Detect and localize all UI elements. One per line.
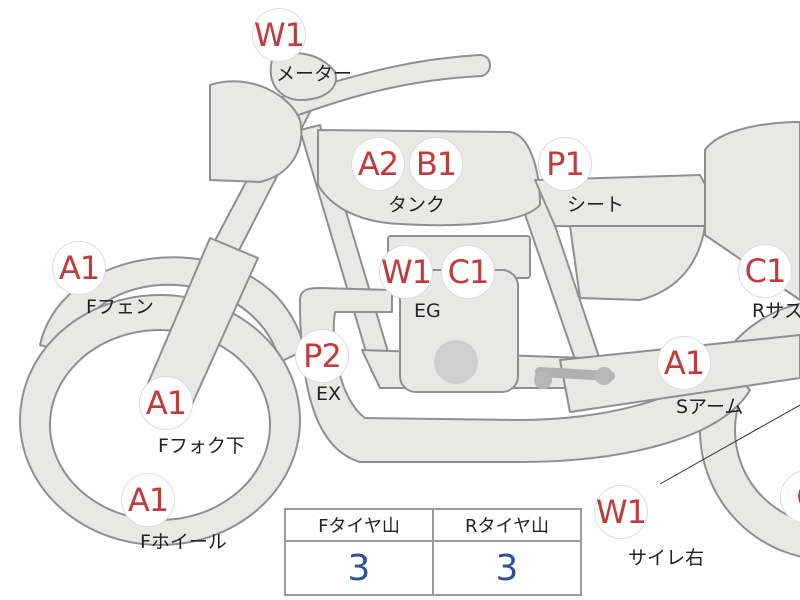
front-fender-grade-badge: A1: [52, 241, 106, 295]
silencer-leader-line: [659, 404, 800, 485]
front-fork-lower-grade-badge: A1: [139, 376, 193, 430]
swing-arm-label: Sアーム: [676, 396, 744, 418]
seat-grade-badge: P1: [538, 137, 592, 191]
handlebar: [269, 54, 491, 119]
engine-case-dot: [434, 340, 478, 384]
headlight-shape: [209, 80, 303, 183]
meter-grade-badge: W1: [252, 8, 306, 62]
front-tire-value: 3: [284, 540, 434, 596]
engine-label: EG: [414, 300, 441, 322]
front-wheel-label: Fホイール: [140, 531, 227, 553]
silencer-label: サイレ右: [628, 547, 705, 569]
meter-label: メーター: [276, 63, 353, 85]
tank-grade-badge-b: B1: [409, 137, 463, 191]
engine-grade-badge-b: C1: [441, 245, 495, 299]
pivot-left: [534, 371, 552, 389]
exhaust-grade-badge: P2: [295, 329, 349, 383]
pivot-right: [595, 367, 613, 385]
silencer-grade-badge: W1: [594, 485, 648, 539]
rear-tire-value: 3: [432, 540, 582, 596]
tank-label: タンク: [388, 194, 446, 216]
front-fork-lower-label: Fフォク下: [158, 435, 245, 457]
front-wheel-grade-badge: A1: [121, 473, 175, 527]
swing-arm-grade-badge: A1: [657, 336, 711, 390]
side-cover-shape: [569, 225, 706, 301]
engine-grade-badge-a: W1: [379, 245, 433, 299]
rear-tire-header: Rタイヤ山: [432, 508, 582, 542]
tire-tread-table: Fタイヤ山 Rタイヤ山 3 3: [284, 508, 582, 596]
seat-label: シート: [567, 194, 625, 216]
exhaust-label: EX: [316, 383, 342, 405]
front-fender-label: Fフェン: [86, 296, 154, 318]
rear-suspension-label: Rサス: [752, 300, 800, 322]
rear-suspension-grade-badge: C1: [738, 244, 792, 298]
front-tire-header: Fタイヤ山: [284, 508, 434, 542]
tank-grade-badge-a: A2: [351, 137, 405, 191]
